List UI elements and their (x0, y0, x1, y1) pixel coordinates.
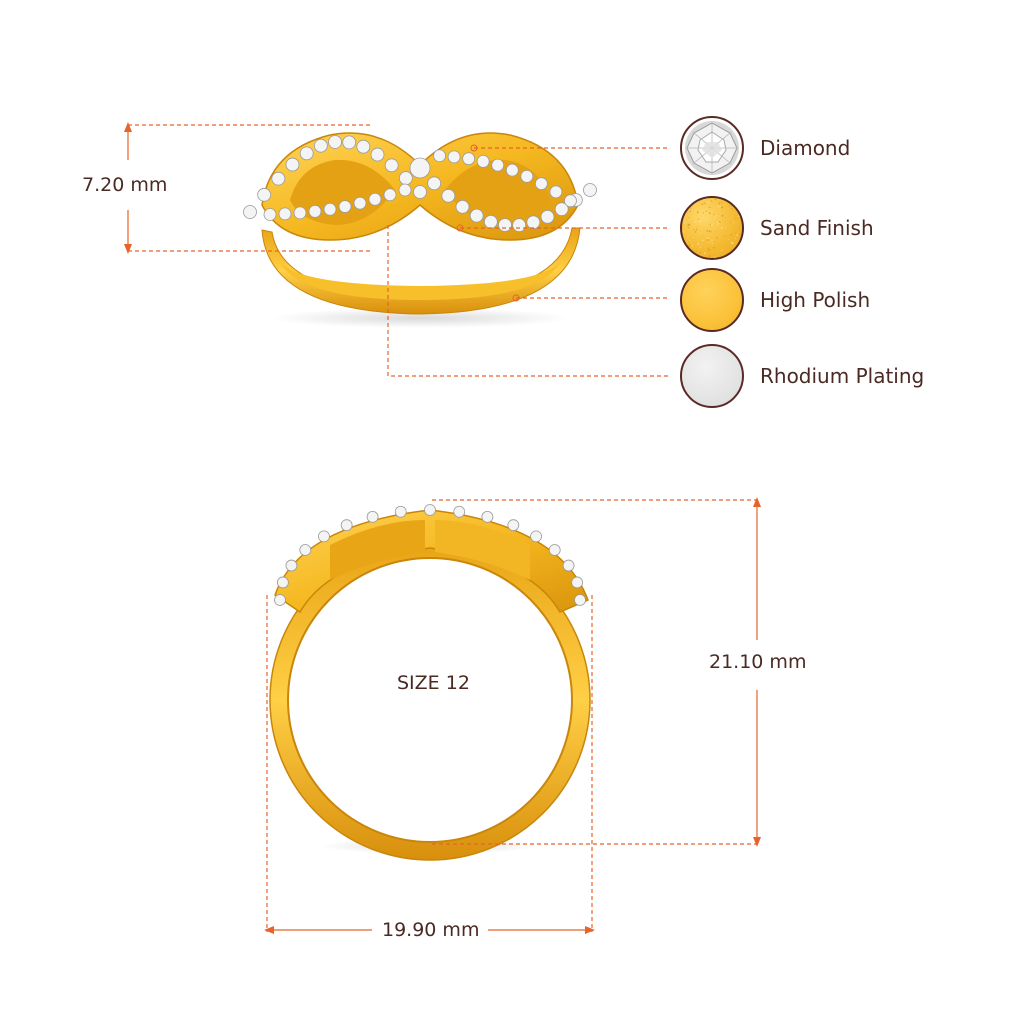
pave-diamond (308, 204, 322, 218)
pave-diamond (274, 594, 286, 606)
pave-diamond (276, 576, 289, 589)
pave-diamond (548, 544, 561, 556)
pave-diamond (530, 530, 542, 543)
pave-diamond (455, 199, 470, 214)
pave-diamond (441, 188, 456, 203)
pave-diamond (313, 138, 328, 153)
pave-diamond (409, 157, 431, 179)
pave-diamond (263, 208, 277, 221)
pave-diamond (483, 214, 498, 229)
pave-diamond (338, 200, 352, 213)
ring-size-label: SIZE 12 (397, 671, 470, 695)
legend-label: Sand Finish (760, 216, 874, 240)
pave-diamond (384, 158, 399, 173)
pave-diamond (424, 504, 436, 516)
diamond-swatch-icon (680, 116, 744, 180)
high-polish-swatch-icon (680, 268, 744, 332)
pave-diamond (398, 171, 413, 186)
ring-front-view (269, 504, 591, 861)
pave-diamond (526, 215, 541, 230)
pave-diamond (257, 187, 272, 202)
pave-diamond (293, 206, 307, 220)
pave-diamond (505, 163, 519, 177)
pave-diamond (368, 192, 382, 206)
rhodium-plating-swatch-icon (680, 344, 744, 408)
pave-diamond (285, 157, 300, 172)
pave-diamond (512, 218, 527, 233)
pave-diamond (476, 154, 490, 168)
pave-diamond (574, 594, 586, 606)
sand-finish-swatch-icon (680, 196, 744, 260)
pave-diamond (491, 158, 505, 172)
pave-diamond (299, 544, 312, 556)
pave-diamond (318, 530, 330, 543)
pave-diamond (540, 209, 555, 224)
top-height-label: 7.20 mm (82, 173, 168, 197)
pave-diamond (243, 205, 257, 219)
pave-diamond (323, 202, 337, 216)
pave-diamond (271, 171, 286, 186)
pave-diamond (562, 559, 575, 572)
pave-diamond (554, 202, 569, 217)
pave-diamond (549, 185, 563, 199)
legend-label: Diamond (760, 136, 851, 160)
pave-diamond (427, 176, 442, 191)
pave-diamond (469, 208, 484, 223)
pave-diamond (299, 146, 314, 161)
pave-diamond (520, 169, 534, 183)
pave-diamond (398, 183, 412, 197)
pave-diamond (394, 505, 407, 518)
pave-diamond (481, 510, 494, 523)
legend-label: High Polish (760, 288, 871, 312)
pave-diamond (498, 218, 512, 232)
legend-label: Rhodium Plating (760, 364, 925, 388)
pave-diamond (366, 510, 379, 523)
pave-diamond (340, 519, 353, 532)
legend-item-sand-finish: Sand Finish (680, 196, 980, 266)
pave-diamond (571, 576, 584, 589)
legend-item-rhodium-plating: Rhodium Plating (680, 344, 980, 414)
pave-diamond (447, 150, 461, 164)
pave-diamond (342, 135, 357, 150)
pave-diamond (462, 152, 476, 166)
pave-diamond (370, 147, 385, 162)
pave-diamond (285, 559, 298, 572)
pave-diamond (453, 505, 466, 518)
pave-diamond (356, 139, 371, 154)
pave-diamond (278, 207, 292, 221)
pave-diamond (353, 196, 367, 210)
legend-item-diamond: Diamond (680, 116, 980, 186)
ring-top-view (243, 132, 597, 328)
pave-diamond (433, 149, 446, 163)
pave-diamond (383, 188, 397, 202)
pave-diamond (564, 194, 577, 208)
pave-diamond (534, 177, 548, 191)
pave-diamond (507, 519, 520, 532)
legend-item-high-polish: High Polish (680, 268, 980, 338)
dimension-arrowheads (124, 122, 761, 934)
pave-diamond (328, 135, 342, 149)
pave-diamond (413, 185, 427, 199)
pave-diamond (583, 183, 597, 197)
front-width-label: 19.90 mm (382, 918, 480, 942)
front-height-label: 21.10 mm (709, 650, 807, 674)
